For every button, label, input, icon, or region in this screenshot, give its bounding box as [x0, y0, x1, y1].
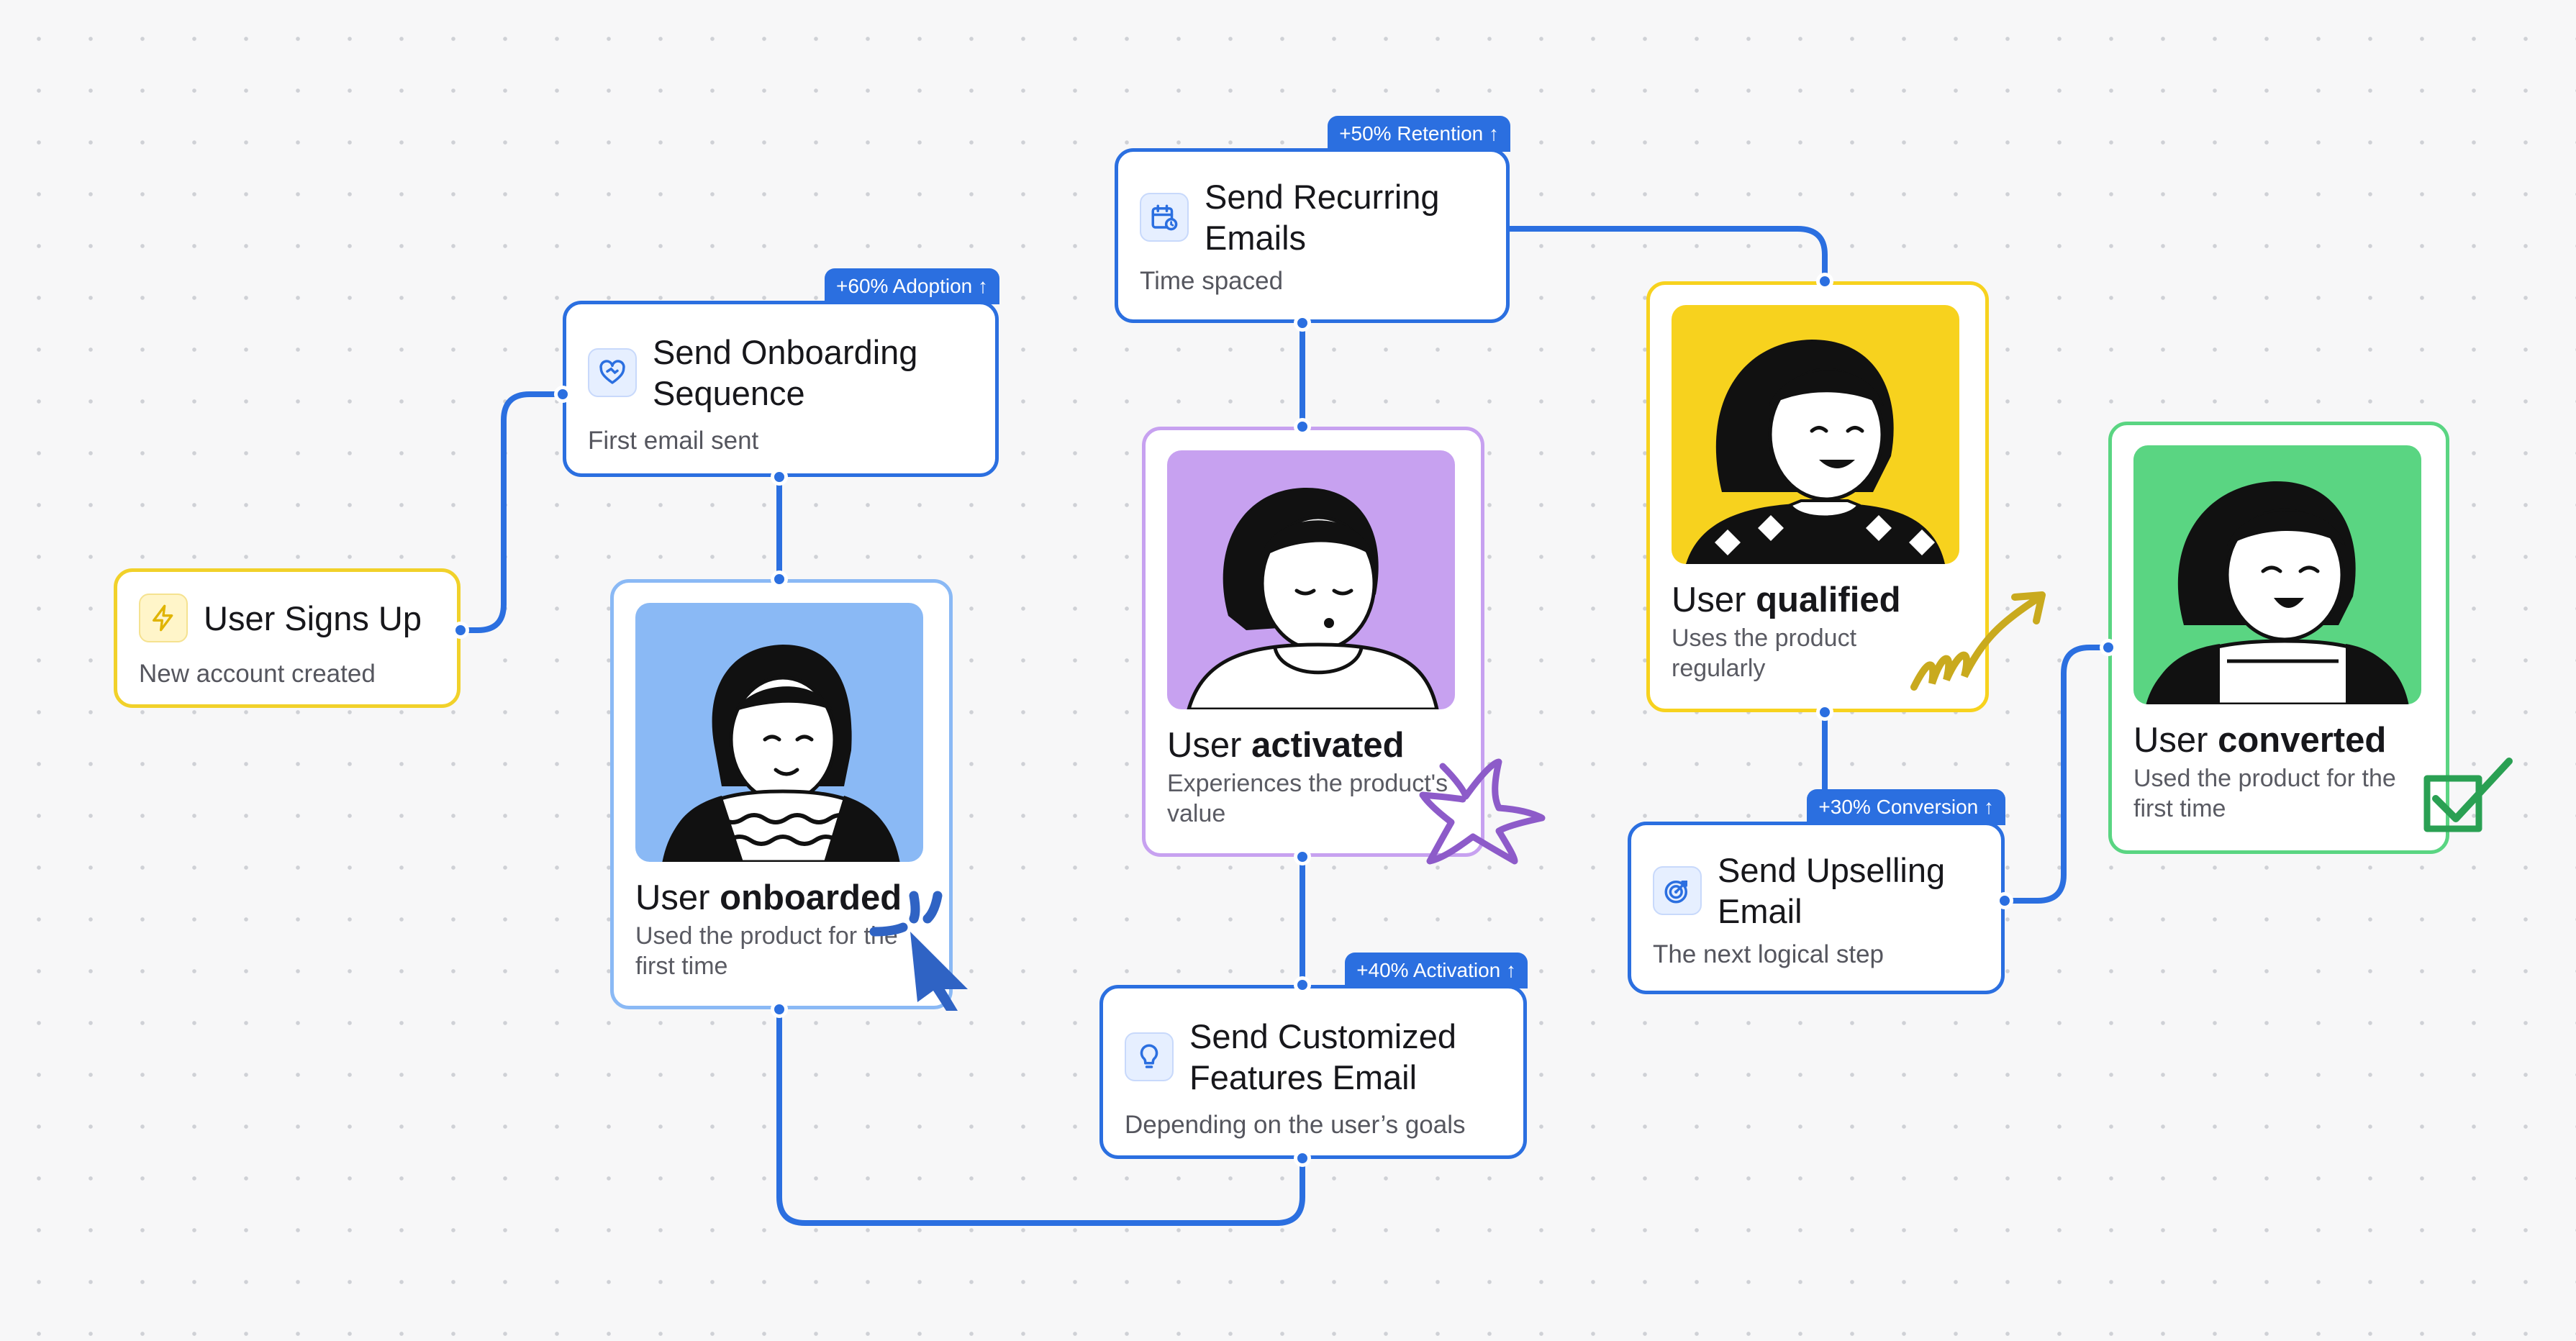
connector-handle[interactable]	[1294, 976, 1311, 994]
lightning-icon	[139, 594, 188, 642]
edge-recurring-qualified	[1507, 226, 1828, 284]
node-title: Send Recurring Emails	[1205, 178, 1440, 257]
calendar-clock-icon	[1140, 193, 1189, 242]
node-subtitle: New account created	[139, 660, 376, 688]
node-user-converted[interactable]: User converted Used the product for the …	[2108, 422, 2449, 854]
node-title: User converted	[2133, 721, 2387, 760]
connector-handle[interactable]	[771, 571, 788, 588]
connector-handle[interactable]	[771, 468, 788, 486]
retention-badge: +50% Retention ↑	[1328, 116, 1510, 152]
connector-handle[interactable]	[1294, 1150, 1311, 1167]
node-user-qualified[interactable]: User qualified Uses the product regularl…	[1646, 281, 1989, 712]
lightbulb-icon	[1125, 1032, 1174, 1081]
squiggle-arrow-icon	[1910, 591, 2046, 691]
node-title: Send Upselling Email	[1718, 851, 1946, 930]
node-subtitle: Used the product for the first time	[2133, 765, 2396, 822]
node-title: Send Customized Features Email	[1189, 1017, 1456, 1096]
node-subtitle: Used the product for the first time	[635, 922, 898, 980]
star-doodle-icon	[1419, 758, 1546, 865]
node-title: Send Onboarding Sequence	[653, 333, 918, 412]
node-subtitle: Experiences the product's value	[1167, 770, 1448, 827]
node-subtitle: First email sent	[588, 427, 759, 455]
node-user-signs-up[interactable]: User Signs Up New account created	[114, 568, 461, 708]
connector-handle[interactable]	[452, 622, 469, 639]
connector-handle[interactable]	[2100, 639, 2117, 656]
node-send-recurring-emails[interactable]: +50% Retention ↑ Send Recurring Emails T…	[1115, 116, 1510, 323]
node-subtitle: Uses the product regularly	[1672, 624, 1857, 682]
connector-handle[interactable]	[1816, 273, 1833, 290]
heart-handshake-icon	[588, 348, 637, 397]
adoption-badge: +60% Adoption ↑	[825, 268, 999, 304]
node-title: User onboarded	[635, 878, 902, 917]
persona-illustration-converted	[2133, 445, 2421, 704]
connector-handle[interactable]	[1294, 418, 1311, 435]
target-icon	[1653, 866, 1702, 915]
connector-handle[interactable]	[1816, 704, 1833, 721]
persona-illustration-activated	[1167, 450, 1455, 709]
persona-illustration-onboarded	[635, 603, 923, 862]
connector-handle[interactable]	[771, 1001, 788, 1018]
node-send-upselling-email[interactable]: +30% Conversion ↑ Send Upselling Email T…	[1628, 789, 2005, 994]
node-title: User Signs Up	[204, 599, 422, 637]
persona-illustration-qualified	[1672, 305, 1959, 564]
edge-signup-onboarding	[458, 391, 566, 633]
conversion-badge: +30% Conversion ↑	[1807, 789, 2005, 825]
node-send-onboarding-sequence[interactable]: +60% Adoption ↑ Send Onboarding Sequence…	[563, 268, 999, 477]
cursor-pointer-icon	[869, 891, 968, 1011]
connector-handle[interactable]	[1294, 848, 1311, 865]
node-title: User activated	[1167, 726, 1405, 765]
node-subtitle: Time spaced	[1140, 267, 1284, 295]
activation-badge: +40% Activation ↑	[1345, 953, 1528, 988]
node-send-customized-features-email[interactable]: +40% Activation ↑ Send Customized Featur…	[1099, 953, 1528, 1159]
checkbox-doodle-icon	[2423, 758, 2513, 832]
node-user-activated[interactable]: User activated Experiences the product's…	[1142, 427, 1484, 857]
node-subtitle: The next logical step	[1653, 940, 1885, 968]
node-subtitle: Depending on the user’s goals	[1125, 1111, 1466, 1139]
connector-handle[interactable]	[1294, 314, 1311, 332]
connector-handle[interactable]	[554, 386, 571, 403]
connector-handle[interactable]	[1996, 892, 2013, 909]
node-title: User qualified	[1672, 581, 1901, 619]
